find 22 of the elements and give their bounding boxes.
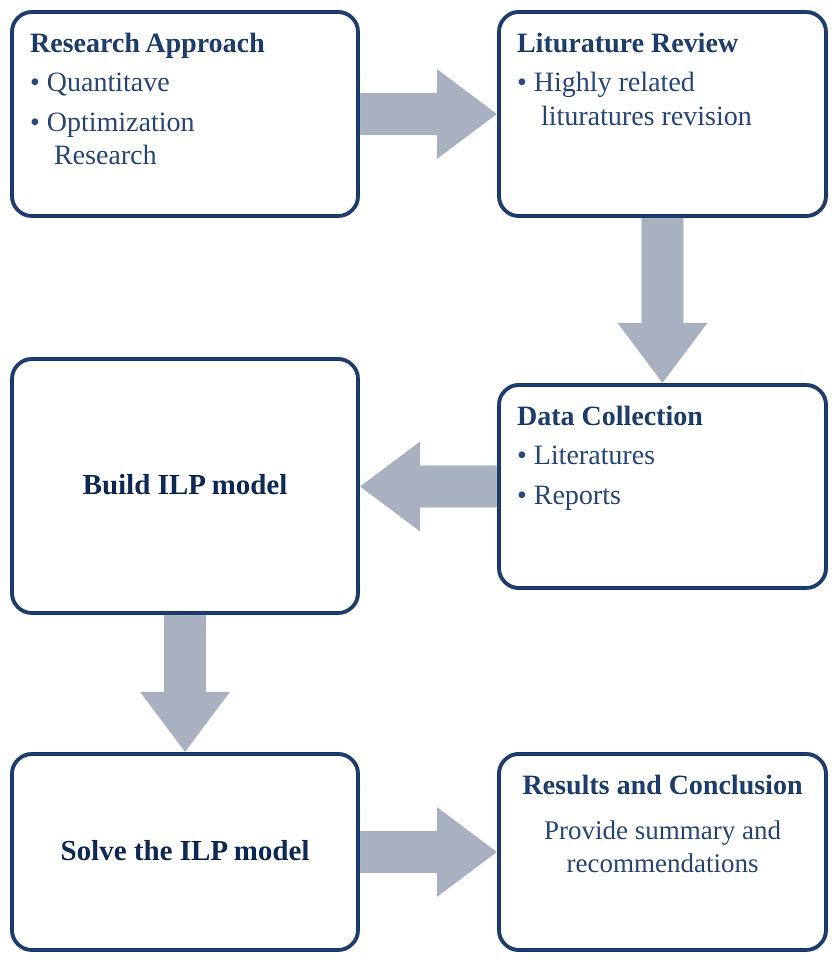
bullet-item: • Reports bbox=[517, 478, 622, 512]
bullet-item: • Quantitave bbox=[30, 66, 171, 100]
bullet-item: • Literatures bbox=[517, 439, 656, 473]
box-text: Provide summary and recommendations bbox=[543, 814, 782, 879]
box-heading: Results and Conclusion bbox=[522, 770, 803, 802]
process-box bbox=[10, 752, 360, 952]
bullet-item: • Optimization Research bbox=[30, 106, 196, 173]
process-box bbox=[497, 383, 828, 590]
box-heading: Liturature Review bbox=[517, 28, 740, 60]
box-title: Solve the ILP model bbox=[60, 834, 310, 870]
block-arrow bbox=[360, 442, 497, 532]
block-arrow bbox=[140, 615, 230, 752]
block-arrow bbox=[618, 218, 708, 383]
process-box bbox=[497, 752, 828, 952]
box-heading: Data Collection bbox=[517, 401, 704, 434]
bullet-item: • Highly related lituratures revision bbox=[517, 66, 753, 134]
box-heading: Research Approach bbox=[30, 28, 266, 60]
process-box bbox=[10, 10, 360, 218]
process-box bbox=[497, 10, 828, 218]
box-title: Build ILP model bbox=[82, 468, 288, 504]
block-arrow bbox=[360, 69, 497, 159]
process-box bbox=[10, 357, 360, 615]
